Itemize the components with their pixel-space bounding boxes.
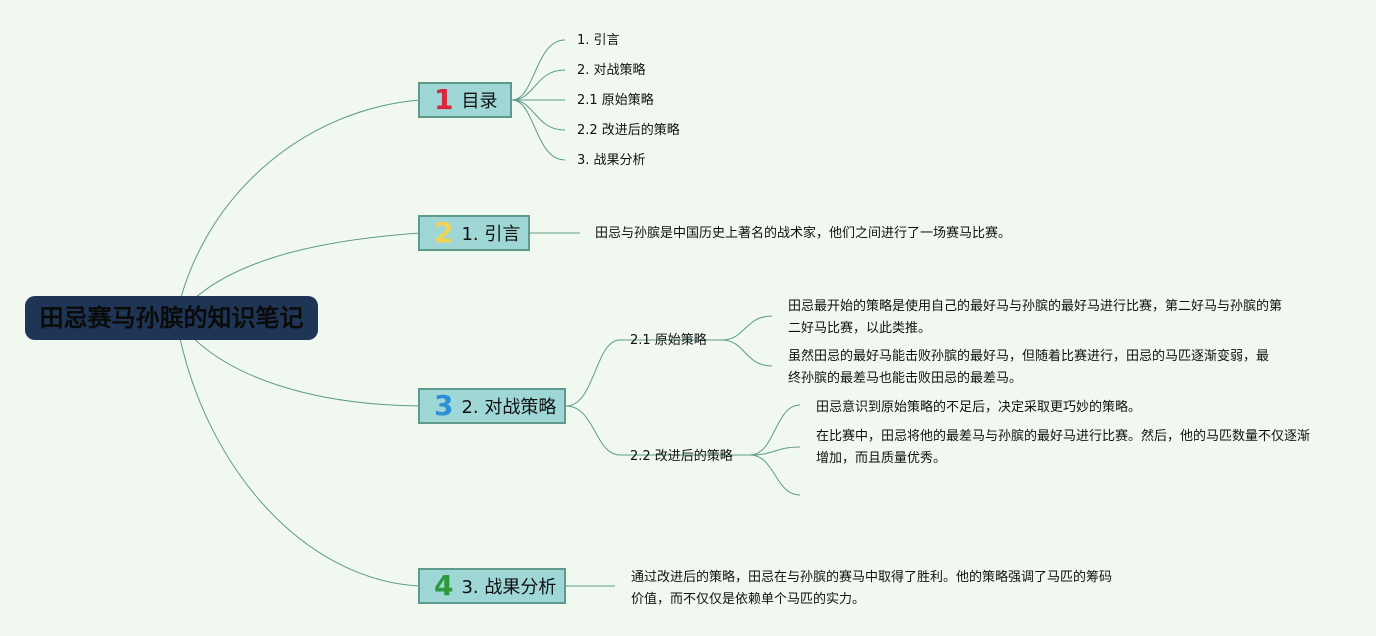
link-root-b4 (175, 317, 421, 587)
root-title: 田忌赛马孙膑的知识笔记 (39, 304, 304, 332)
root-topic[interactable]: 田忌赛马孙膑的知识笔记 (25, 296, 318, 340)
toc-item-improved[interactable]: 2.2 改进后的策略 (577, 123, 680, 138)
link-sub1-item2 (721, 339, 773, 367)
link-sub2-item3 (749, 454, 801, 496)
link-sub2-item1 (749, 404, 801, 456)
analysis-text[interactable]: 通过改进后的策略，田忌在与孙膑的赛马中取得了胜利。他的策略强调了马匹的筹码价值，… (631, 570, 1113, 607)
branch-analysis[interactable]: 4 3. 战果分析 (418, 568, 566, 604)
link-b3-sub2 (565, 405, 621, 456)
link-sub1-item1 (721, 315, 773, 341)
link-b1-leaf1 (511, 39, 566, 101)
number-2-icon: 2 (434, 216, 454, 249)
branch-strategy-label: 2. 对战策略 (461, 397, 557, 418)
branch-analysis-label: 3. 战果分析 (461, 577, 557, 598)
number-4-icon: 4 (434, 569, 454, 602)
number-1-icon: 1 (434, 83, 454, 116)
branch-intro-label: 1. 引言 (461, 224, 521, 245)
link-sub2-item2 (749, 446, 801, 456)
branch-strategy[interactable]: 3 2. 对战策略 (418, 388, 566, 424)
toc-item-analysis[interactable]: 3. 战果分析 (577, 153, 646, 168)
original-item-1[interactable]: 田忌最开始的策略是使用自己的最好马与孙膑的最好马进行比赛，第二好马与孙膑的第二好… (788, 299, 1283, 336)
number-3-icon: 3 (434, 389, 454, 422)
sub-improved-strategy[interactable]: 2.2 改进后的策略 (630, 449, 733, 464)
improved-item-2[interactable]: 在比赛中，田忌将他的最差马与孙膑的最好马进行比赛。然后，他的马匹数量不仅逐渐增加… (816, 429, 1311, 466)
link-b1-leaf5 (511, 99, 566, 161)
link-root-b1 (175, 99, 421, 319)
link-b1-leaf2 (511, 69, 566, 101)
original-item-2[interactable]: 虽然田忌的最好马能击败孙膑的最好马，但随着比赛进行，田忌的马匹逐渐变弱，最终孙膑… (788, 349, 1270, 386)
sub-original-strategy[interactable]: 2.1 原始策略 (630, 333, 707, 348)
branch-toc[interactable]: 1 目录 (418, 82, 512, 118)
toc-item-strategy[interactable]: 2. 对战策略 (577, 63, 646, 78)
toc-item-original[interactable]: 2.1 原始策略 (577, 93, 654, 108)
improved-item-1[interactable]: 田忌意识到原始策略的不足后，决定采取更巧妙的策略。 (816, 400, 1142, 415)
link-b3-sub1 (565, 339, 621, 407)
link-b1-leaf4 (511, 99, 566, 131)
branch-toc-label: 目录 (461, 91, 498, 112)
branch-intro[interactable]: 2 1. 引言 (418, 215, 530, 251)
toc-item-intro[interactable]: 1. 引言 (577, 33, 620, 48)
intro-text[interactable]: 田忌与孙膑是中国历史上著名的战术家，他们之间进行了一场赛马比赛。 (595, 226, 1012, 241)
